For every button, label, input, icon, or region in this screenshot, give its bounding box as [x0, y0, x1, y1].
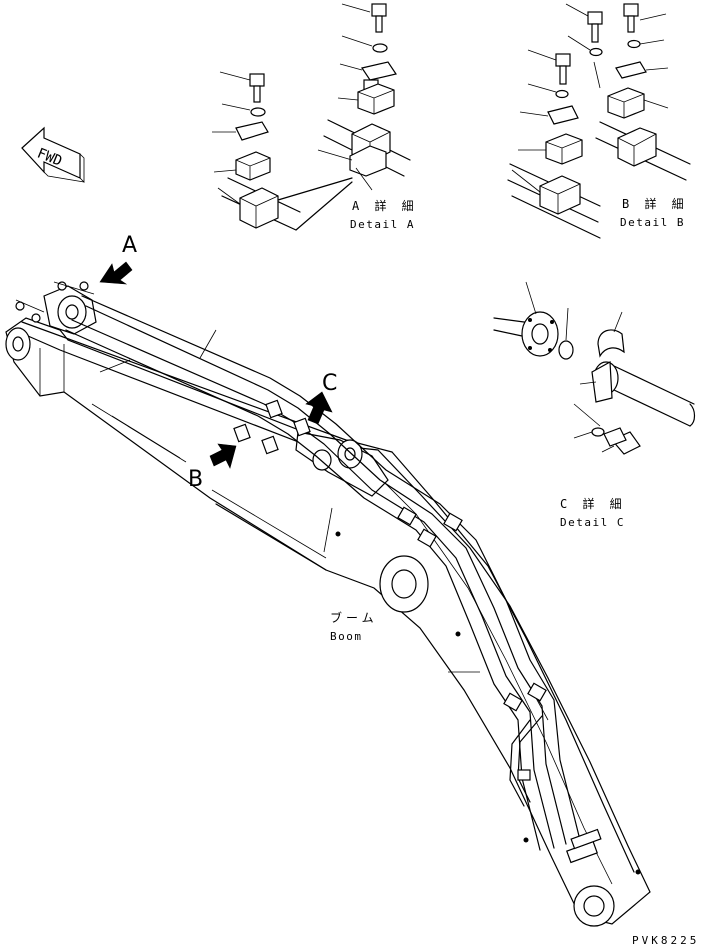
- detail-b-title-en: Detail B: [620, 216, 685, 229]
- boom-name-en: Boom: [330, 630, 363, 643]
- callout-b: B: [188, 443, 237, 492]
- boom-drawing: [5, 285, 651, 927]
- detail-a-title-jp: A 詳 細: [352, 198, 418, 213]
- callout-c-label: C: [322, 371, 337, 396]
- fwd-arrow-icon: FWD: [21, 126, 85, 183]
- drawing-code: PVK8225: [632, 934, 699, 947]
- detail-c-title-jp: C 詳 細: [560, 496, 626, 511]
- detail-c-title-en: Detail C: [560, 516, 625, 529]
- hydraulic-piping: [15, 281, 602, 864]
- callout-a-label: A: [122, 233, 137, 258]
- detail-a-title-en: Detail A: [350, 218, 415, 231]
- detail-a-drawing: A 詳 細 Detail A: [212, 3, 418, 231]
- callout-c: C: [305, 371, 337, 425]
- detail-c-drawing: C 詳 細 Detail C: [493, 281, 696, 529]
- callout-a: A: [99, 233, 137, 285]
- detail-b-title-jp: B 詳 細: [622, 196, 688, 211]
- boom-name-jp: ブーム: [330, 610, 378, 625]
- detail-b-drawing: B 詳 細 Detail B: [507, 3, 691, 239]
- callout-b-label: B: [188, 467, 203, 492]
